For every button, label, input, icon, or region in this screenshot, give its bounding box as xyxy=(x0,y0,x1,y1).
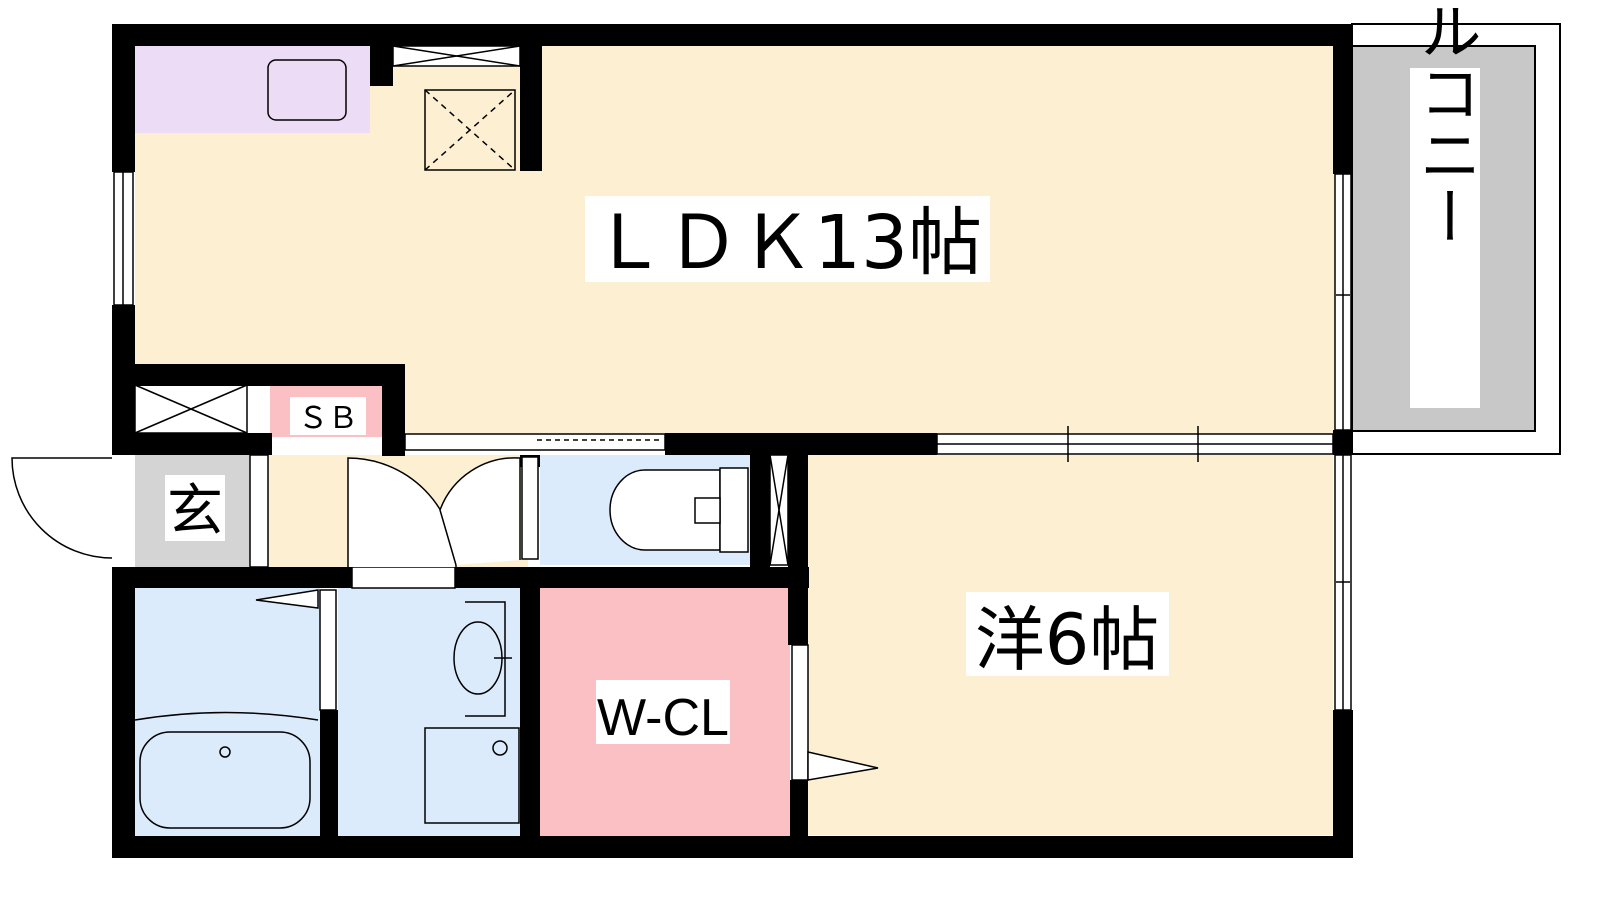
bath-drain xyxy=(219,746,231,758)
toilet-bowl xyxy=(609,469,721,551)
storage-boxes xyxy=(134,45,789,566)
balcony-label: バルコニー xyxy=(1409,0,1482,247)
entrance-door-swing xyxy=(11,457,113,559)
shoe-box-label: ＳＢ xyxy=(298,401,358,436)
toilet-door-swing xyxy=(439,457,521,566)
washroom-floor xyxy=(338,588,520,836)
bathtub xyxy=(139,731,311,829)
doors xyxy=(11,457,521,568)
windows xyxy=(113,171,1352,781)
labels: ＬＤＫ13帖 洋6帖 W-CL 玄 ＳＢ バルコニー xyxy=(165,0,1482,747)
ldk-lower-opening xyxy=(404,433,666,451)
ldk-label: ＬＤＫ13帖 xyxy=(592,200,982,286)
fixtures xyxy=(134,59,749,829)
entrance-label: 玄 xyxy=(167,479,223,544)
washing-machine xyxy=(424,727,520,824)
wash-basin xyxy=(465,601,506,717)
closet-door xyxy=(791,644,809,781)
western-room-label: 洋6帖 xyxy=(975,599,1160,681)
walls xyxy=(112,24,1353,858)
ldk-floor-lower xyxy=(405,366,1335,436)
sink-basin xyxy=(267,59,347,121)
walk-in-closet-label: W-CL xyxy=(597,689,729,747)
